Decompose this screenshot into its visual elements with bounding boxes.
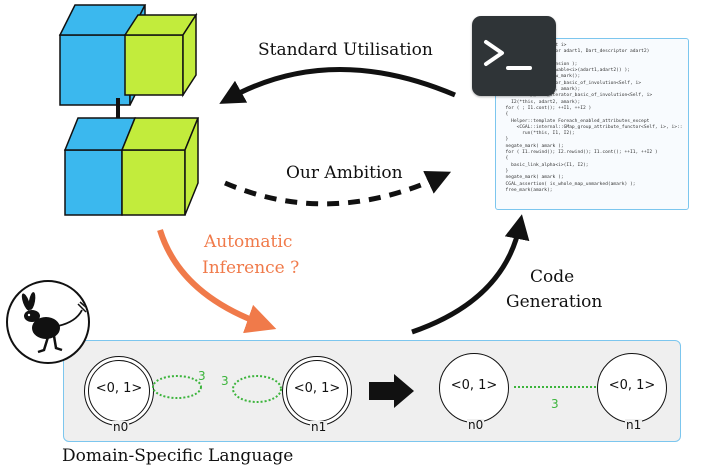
standard-utilisation-label: Standard Utilisation <box>258 40 433 60</box>
edge-weight: 3 <box>551 397 559 411</box>
loop-edge-n1 <box>232 375 282 403</box>
dsl-panel: <0, 1> n0 3 3 <0, 1> n1 <0, 1> n0 3 <0, … <box>63 340 681 442</box>
loop-weight-n1: 3 <box>221 374 229 388</box>
node-id-n1-right: n1 <box>625 418 643 432</box>
node-id-n0-left: n0 <box>112 420 130 434</box>
dsl-node-n1-right: <0, 1> <box>597 353 667 423</box>
node-id-n0-right: n0 <box>467 418 485 432</box>
loop-edge-n0 <box>152 375 202 399</box>
node-label: <0, 1> <box>95 381 143 396</box>
code-generation-label-line2: Generation <box>506 292 603 312</box>
automatic-inference-label-line2: Inference ? <box>202 258 300 278</box>
node-label: <0, 1> <box>450 378 498 393</box>
our-ambition-arrow <box>224 170 452 207</box>
dsl-node-n0-left: <0, 1> <box>84 356 154 426</box>
loop-weight-n0: 3 <box>198 369 206 383</box>
code-generation-arrow <box>411 214 530 335</box>
terminal-icon <box>472 16 556 96</box>
automatic-inference-label: Automatic <box>204 232 293 252</box>
dsl-edges-layer <box>152 374 597 408</box>
dsl-node-n0-right: <0, 1> <box>439 353 509 423</box>
transform-arrow-icon <box>369 374 414 408</box>
jerboa-silhouette <box>21 292 88 354</box>
jerboa-logo-icon <box>6 280 90 364</box>
cube-stack-icon <box>58 4 200 216</box>
node-label: <0, 1> <box>293 381 341 396</box>
dsl-node-n1-left: <0, 1> <box>282 356 352 426</box>
automatic-inference-arrow <box>157 229 277 334</box>
node-label: <0, 1> <box>608 378 656 393</box>
code-generation-label: Code <box>530 267 575 287</box>
code-snippet: nt i> riptor adart1, Dart_descriptor ada… <box>505 43 683 193</box>
standard-utilisation-arrow <box>219 67 456 104</box>
terminal-prompt-glyph <box>484 40 532 70</box>
node-id-n1-left: n1 <box>310 420 328 434</box>
dsl-caption: Domain-Specific Language <box>62 446 294 466</box>
our-ambition-label: Our Ambition <box>286 163 403 183</box>
